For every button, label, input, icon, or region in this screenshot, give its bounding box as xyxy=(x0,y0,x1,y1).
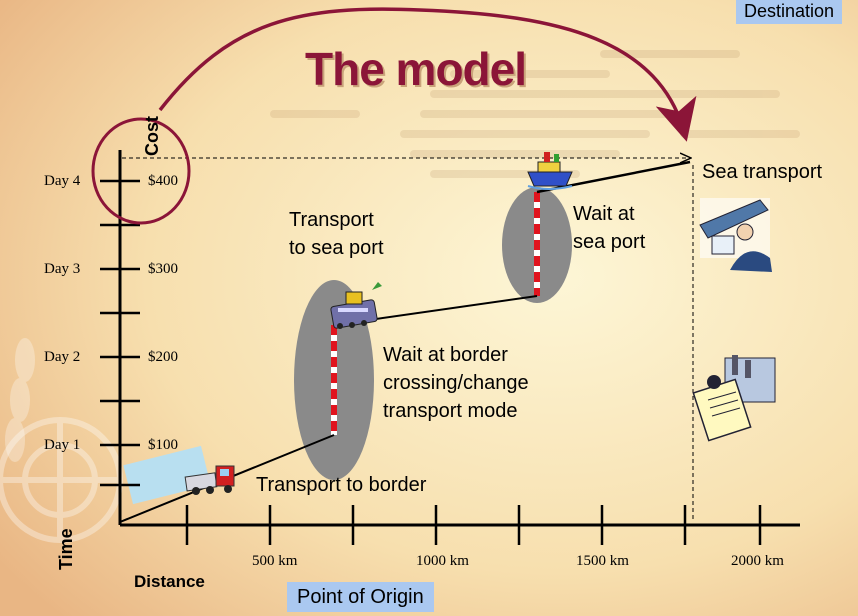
distance-1500-label: 1500 km xyxy=(576,553,629,569)
horizontal-ticks xyxy=(185,505,762,545)
laurel-watermark xyxy=(5,338,35,462)
wait-border-label-line3: transport mode xyxy=(383,400,518,422)
cost-400-label: $400 xyxy=(148,173,178,189)
cost-100-label: $100 xyxy=(148,437,178,453)
day-2-label: Day 2 xyxy=(44,349,81,365)
distance-axis-label: Distance xyxy=(134,572,205,591)
cargo-ship-icon xyxy=(699,198,772,272)
cost-300-label: $300 xyxy=(148,261,178,277)
day-3-label: Day 3 xyxy=(44,261,81,277)
cost-highlight-circle xyxy=(91,117,191,225)
truck-icon xyxy=(184,465,235,495)
day-1-label: Day 1 xyxy=(44,437,81,453)
factory-clipboard-icon xyxy=(692,355,776,442)
un-emblem-watermark xyxy=(0,417,123,543)
time-axis-label: Time xyxy=(56,528,76,570)
wait-sea-port-label-line1: Wait at xyxy=(573,203,635,225)
distance-1000-label: 1000 km xyxy=(416,553,469,569)
destination-label: Destination xyxy=(736,0,843,24)
transport-sea-port-label-line2: to sea port xyxy=(289,237,384,259)
day-4-label: Day 4 xyxy=(44,173,81,189)
origin-label: Point of Origin xyxy=(287,582,434,612)
transport-to-border-label: Transport to border xyxy=(256,474,427,496)
train-icon xyxy=(330,282,382,329)
ship-icon xyxy=(527,152,573,190)
destination-arc xyxy=(158,7,697,142)
wait-border-label-line1: Wait at border xyxy=(383,344,508,366)
vertical-ticks xyxy=(100,179,140,487)
cost-axis-label: Cost xyxy=(142,116,162,156)
wait-sea-port-label-line2: sea port xyxy=(573,231,646,253)
distance-2000-label: 2000 km xyxy=(731,553,784,569)
cost-200-label: $200 xyxy=(148,349,178,365)
distance-500-label: 500 km xyxy=(252,553,298,569)
slide-title: The model xyxy=(305,43,527,95)
transport-sea-port-label-line1: Transport xyxy=(289,209,374,231)
sea-transport-label: Sea transport xyxy=(702,161,823,183)
wait-border-label-line2: crossing/change xyxy=(383,372,529,394)
